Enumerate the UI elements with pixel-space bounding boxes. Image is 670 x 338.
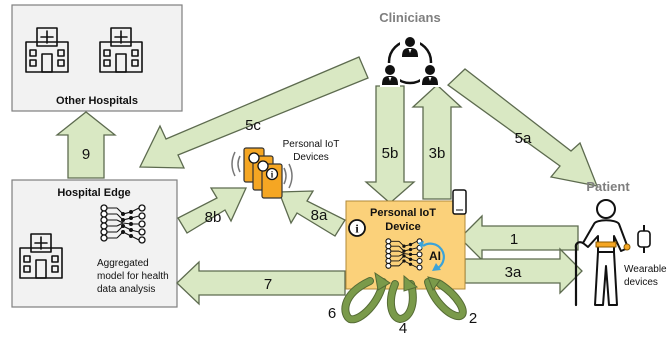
curved-arrow-6 — [341, 271, 391, 324]
elderly-person-with-cane-icon — [574, 199, 629, 307]
person-icon — [380, 63, 400, 87]
arrow-5a: 5a — [446, 68, 599, 187]
arrow-label-5b: 5b — [382, 145, 399, 162]
arrow-label-9: 9 — [82, 146, 90, 163]
arrow-label-7: 7 — [264, 276, 272, 293]
arrow-3a: 3a — [464, 247, 583, 295]
arrow-8a: 8a — [278, 190, 346, 237]
arrow-3b: 3b — [411, 84, 463, 200]
arrow-label-5c: 5c — [245, 117, 261, 134]
personal-iot-devices-label-1: Personal IoT — [283, 139, 340, 150]
smartphone-icon — [452, 189, 467, 215]
arrow-label-2: 2 — [469, 310, 477, 327]
arrow-label-5a: 5a — [515, 130, 532, 147]
arrow-label-6: 6 — [328, 305, 336, 322]
personal-iot-devices-stack: i — [231, 147, 293, 199]
personal-iot-device-label-1: Personal IoT — [370, 207, 436, 219]
aggregated-model-line-3: data analysis — [97, 284, 155, 295]
arrow-5b: 5b — [364, 85, 416, 204]
arrow-label-8a: 8a — [311, 207, 328, 224]
person-icon — [400, 35, 420, 59]
wearable-devices-label-1: Wearable — [624, 264, 667, 275]
svg-text:i: i — [271, 170, 274, 180]
svg-text:i: i — [355, 222, 359, 236]
wearable-devices-label-2: devices — [624, 277, 658, 288]
arrow-label-1: 1 — [510, 231, 518, 248]
personal-iot-device-box: Personal IoT Device i AI — [345, 200, 466, 290]
hospital-edge-label: Hospital Edge — [57, 187, 130, 199]
aggregated-model-line-2: model for health — [97, 271, 169, 282]
patient-label: Patient — [586, 179, 630, 194]
info-icon: i — [348, 219, 366, 237]
personal-iot-device-label-2: Device — [385, 221, 420, 233]
clinicians-group — [380, 35, 440, 87]
curved-arrow-4 — [386, 274, 419, 324]
clinicians-label: Clinicians — [379, 10, 440, 25]
other-hospitals-box: Other Hospitals — [11, 4, 183, 112]
aggregated-model-line-1: Aggregated — [97, 258, 149, 269]
arrow-label-3b: 3b — [429, 145, 446, 162]
arrow-8b: 8b — [177, 187, 248, 234]
smartwatch-icon — [623, 225, 651, 253]
person-icon — [420, 63, 440, 87]
arrow-9: 9 — [55, 111, 117, 179]
arrow-5c: 5c — [138, 56, 369, 169]
hospital-edge-box: Hospital Edge Aggregated model for healt… — [11, 179, 178, 308]
info-icon: i — [265, 167, 279, 181]
arrow-7: 7 — [176, 260, 346, 306]
arrow-label-4: 4 — [399, 320, 407, 337]
curved-arrow-2 — [424, 276, 467, 321]
personal-iot-devices-label-2: Devices — [293, 152, 329, 163]
arrow-label-3a: 3a — [505, 264, 522, 281]
arrow-1: 1 — [459, 214, 579, 262]
other-hospitals-label: Other Hospitals — [56, 95, 138, 107]
ai-label: AI — [429, 249, 441, 263]
ai-cycle-icon: AI — [418, 241, 445, 271]
arrow-label-8b: 8b — [205, 209, 222, 226]
